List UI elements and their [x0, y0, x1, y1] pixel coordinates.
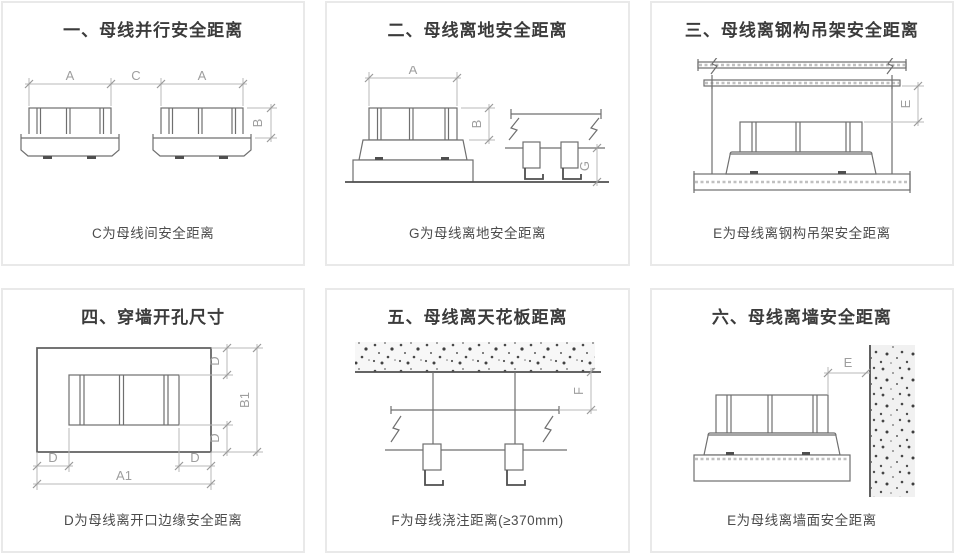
dim-label-a-left: A: [66, 70, 75, 83]
busbar-wall-drawing: E: [693, 344, 915, 497]
panel-title: 三、母线离钢构吊架安全距离: [684, 21, 919, 40]
panel-title: 六、母线离墙安全距离: [711, 308, 892, 327]
dimension-g: G: [577, 143, 602, 186]
dimension-b: B: [247, 103, 278, 142]
busbar-ceiling-drawing: F: [355, 341, 602, 486]
panel-busbar-wall-clearance: 六、母线离墙安全距离: [649, 288, 954, 553]
busbar-run: [385, 405, 568, 451]
dim-label-b: B: [469, 119, 484, 128]
panel-busbar-steel-hanger-clearance: 三、母线离钢构吊架安全距离: [649, 1, 954, 266]
busbar-assembly: [725, 120, 877, 175]
dimension-b1: B1: [237, 343, 262, 456]
busbar-unit-right: [152, 106, 252, 159]
busbar-steel-hanger-drawing: E: [693, 57, 924, 193]
panel-caption: C为母线间安全距离: [92, 226, 215, 241]
panel-caption: E为母线离钢构吊架安全距离: [713, 226, 891, 241]
dimension-d-right: D: [174, 427, 216, 490]
dimension-e: E: [863, 81, 924, 126]
dimension-d-top: D: [179, 343, 264, 379]
dim-label-a-right: A: [198, 70, 207, 83]
hanger-brackets: [422, 442, 527, 486]
dim-label-f: F: [571, 386, 586, 394]
dim-label-e: E: [843, 355, 852, 370]
panel-title: 二、母线离地安全距离: [387, 21, 568, 40]
busbar-pedestal-assembly: [352, 106, 475, 183]
dimension-a: A: [365, 66, 462, 106]
busbar-unit-left: [20, 106, 120, 159]
dim-label-d-bottom: D: [207, 433, 222, 442]
hanger-rods: [432, 371, 517, 450]
panel-title: 四、穿墙开孔尺寸: [81, 308, 226, 327]
busbar-parallel-drawing: A C A: [20, 70, 278, 159]
concrete-wall: [868, 344, 915, 497]
dim-label-d-right: D: [190, 450, 199, 465]
dim-label-d-left: D: [48, 450, 57, 465]
dim-label-a: A: [409, 66, 418, 77]
busbar-steel-hanger-diagram: E: [660, 43, 944, 222]
busbar-section: [68, 373, 180, 426]
busbar-ground-diagram: A: [335, 43, 619, 222]
dim-label-c: C: [131, 70, 140, 83]
panel-busbar-parallel-clearance: 一、母线并行安全距离 A C A: [1, 1, 306, 266]
dim-label-e: E: [898, 99, 913, 108]
busbar-wall-diagram: E: [660, 330, 944, 509]
panel-caption: E为母线离墙面安全距离: [727, 513, 877, 528]
busbar-parallel-diagram: A C A: [11, 43, 295, 222]
panel-caption: G为母线离地安全距离: [408, 226, 546, 241]
dimension-a-c-a: A C A: [24, 70, 248, 106]
panel-wall-opening-size: 四、穿墙开孔尺寸: [1, 288, 306, 553]
busbar-pedestal-assembly: [693, 393, 851, 482]
panel-title: 一、母线并行安全距离: [63, 21, 244, 40]
concrete-ceiling: [355, 341, 602, 373]
wall-opening-drawing: D D B1: [32, 343, 264, 490]
dimension-d-bottom: D: [179, 420, 264, 456]
panel-busbar-ceiling-distance: 五、母线离天花板距离: [325, 288, 630, 553]
dimension-f: F: [559, 367, 598, 414]
busbar-ground-drawing: A: [345, 66, 610, 186]
dimension-b: B: [461, 103, 496, 144]
dim-label-b: B: [250, 118, 265, 127]
panel-title: 五、母线离天花板距离: [387, 308, 568, 327]
busbar-side-view: [505, 108, 606, 180]
dim-label-b1: B1: [237, 392, 252, 408]
panel-busbar-ground-clearance: 二、母线离地安全距离 A: [325, 1, 630, 266]
busbar-ceiling-diagram: F: [335, 330, 619, 509]
dim-label-d-top: D: [207, 356, 222, 365]
wall-opening-diagram: D D B1: [11, 330, 295, 509]
dim-label-g: G: [577, 160, 592, 170]
dimension-e: E: [823, 355, 871, 395]
panel-caption: D为母线离开口边缘安全距离: [64, 513, 243, 528]
dimension-a1: A1: [32, 468, 216, 488]
dim-label-a1: A1: [116, 468, 132, 483]
panel-caption: F为母线浇注距离(≥370mm): [391, 513, 564, 528]
